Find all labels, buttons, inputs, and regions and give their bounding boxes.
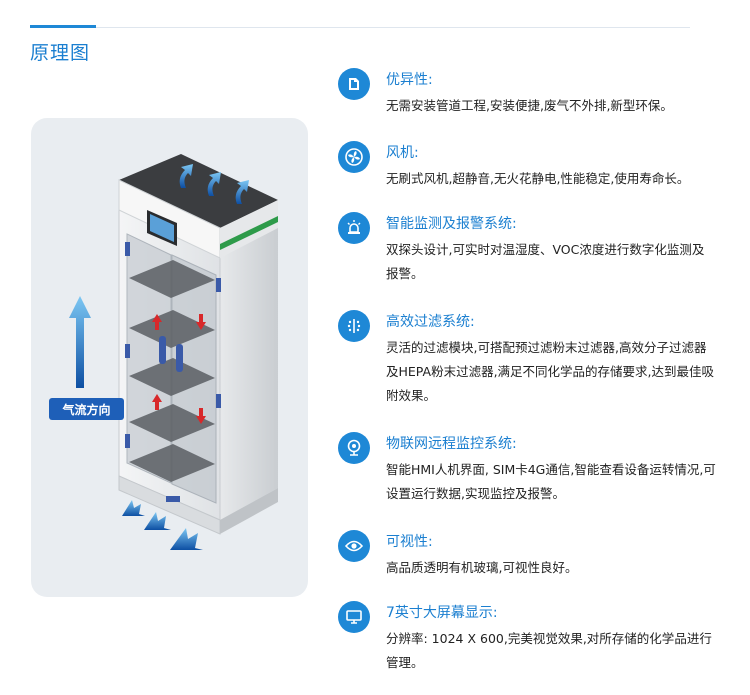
feature-title: 可视性:	[386, 534, 433, 550]
feature-desc: 双探头设计,可实时对温湿度、VOC浓度进行数字化监测及报警。	[386, 242, 705, 281]
feature-title: 物联网远程监控系统:	[386, 436, 517, 452]
feature-title: 高效过滤系统:	[386, 314, 475, 330]
monitor-icon	[338, 601, 370, 633]
feature-desc: 无需安装管道工程,安装便捷,废气不外排,新型环保。	[386, 98, 673, 113]
cabinet-side	[220, 200, 278, 520]
feature-title: 7英寸大屏幕显示:	[386, 605, 498, 621]
feature-desc: 高品质透明有机玻璃,可视性良好。	[386, 560, 578, 575]
page-title: 原理图	[30, 42, 91, 64]
fan-icon	[338, 141, 370, 173]
door-handle	[159, 336, 166, 364]
feature-title: 智能监测及报警系统:	[386, 216, 517, 232]
internal-airflow-arrows	[152, 314, 206, 424]
filter-icon	[338, 310, 370, 342]
green-stripe	[220, 216, 278, 250]
feature-title: 风机:	[386, 145, 419, 161]
webcam-icon	[338, 432, 370, 464]
cabinet-drawing: 气流方向	[49, 154, 278, 550]
eye-icon	[338, 530, 370, 562]
inlet-arrows	[122, 500, 203, 550]
feature-desc: 智能HMI人机界面, SIM卡4G通信,智能查看设备运转情况,可设置运行数据,实…	[386, 462, 716, 501]
cabinet-top	[119, 154, 278, 228]
feature-title: 优异性:	[386, 72, 433, 88]
feature-desc: 分辨率: 1024 X 600,完美视觉效果,对所存储的化学品进行管理。	[386, 631, 712, 670]
feature-desc: 无刷式风机,超静音,无火花静电,性能稳定,使用寿命长。	[386, 171, 690, 186]
cabinet-shelves	[129, 260, 215, 482]
alarm-icon	[338, 212, 370, 244]
title-rule	[30, 27, 690, 28]
cabinet-illustration: 气流方向	[31, 118, 308, 597]
outlet-arrows	[179, 164, 249, 204]
airflow-label: 气流方向	[61, 402, 110, 417]
airflow-up-arrow	[69, 296, 91, 388]
feature-desc: 灵活的过滤模块,可搭配预过滤粉末过滤器,高效分子过滤器及HEPA粉末过滤器,满足…	[386, 340, 715, 403]
title-accent-bar	[30, 25, 96, 28]
box-icon	[338, 68, 370, 100]
airflow-label-box	[49, 398, 124, 420]
